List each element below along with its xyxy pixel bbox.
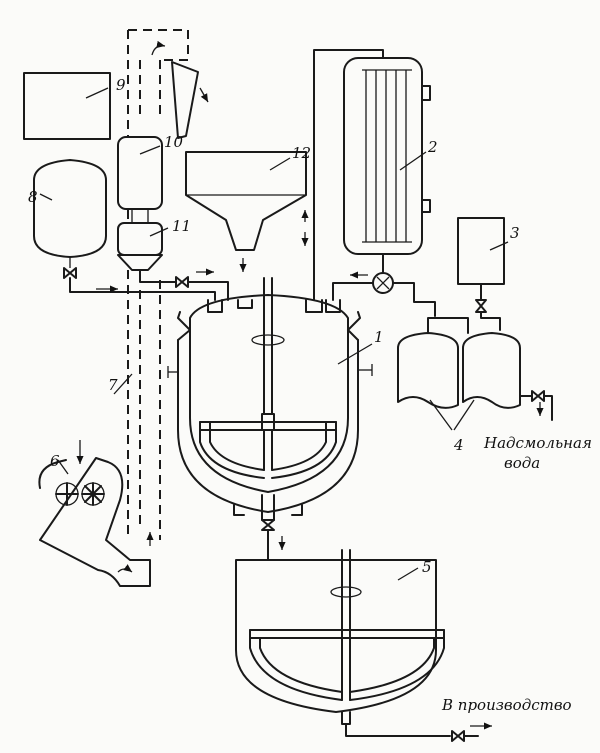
equipment-6-crusher xyxy=(38,440,151,587)
valve-8 xyxy=(63,267,77,279)
equipment-4-receivers xyxy=(397,317,521,431)
equipment-12-feed-hopper xyxy=(185,151,307,272)
label-5: 5 xyxy=(422,558,432,576)
label-12: 12 xyxy=(292,144,311,162)
valve-4 xyxy=(531,390,545,402)
caption-tar-water-line1: Надсмольная xyxy=(483,434,592,452)
equipment-5-tank xyxy=(235,549,445,725)
caption-tar-water-line2: вода xyxy=(504,454,540,472)
pipe-to-receivers xyxy=(392,282,436,317)
valve-5 xyxy=(451,730,465,742)
caption-to-production: В производство xyxy=(441,696,572,714)
elevator-chute xyxy=(171,61,199,139)
pipe-reflux xyxy=(332,282,374,301)
label-1: 1 xyxy=(374,328,384,346)
valve-1 xyxy=(261,519,275,531)
valve-11 xyxy=(175,276,189,288)
label-9: 9 xyxy=(116,76,126,94)
equipment-10-cylinder xyxy=(117,136,163,223)
equipment-2-condenser xyxy=(343,57,431,255)
equipment-11-hopper xyxy=(117,222,163,271)
label-leaders xyxy=(39,87,509,581)
equipment-9-tank xyxy=(23,72,111,140)
label-7: 7 xyxy=(108,376,118,394)
pipe-vapor-line xyxy=(313,49,384,301)
label-6: 6 xyxy=(50,452,60,470)
valve-3 xyxy=(475,299,487,313)
pipe-8-to-reactor xyxy=(69,277,216,301)
label-2: 2 xyxy=(427,138,438,156)
equipment-3-tank xyxy=(457,217,505,285)
label-3: 3 xyxy=(510,224,520,242)
label-10: 10 xyxy=(164,133,184,151)
equipment-1-reactor xyxy=(167,277,373,521)
label-4: 4 xyxy=(453,436,464,454)
equipment-8-vessel xyxy=(33,159,107,268)
label-11: 11 xyxy=(172,217,191,235)
pipe-to-production xyxy=(345,723,451,737)
equipment-7-elevator xyxy=(127,29,189,540)
label-8: 8 xyxy=(28,188,38,206)
